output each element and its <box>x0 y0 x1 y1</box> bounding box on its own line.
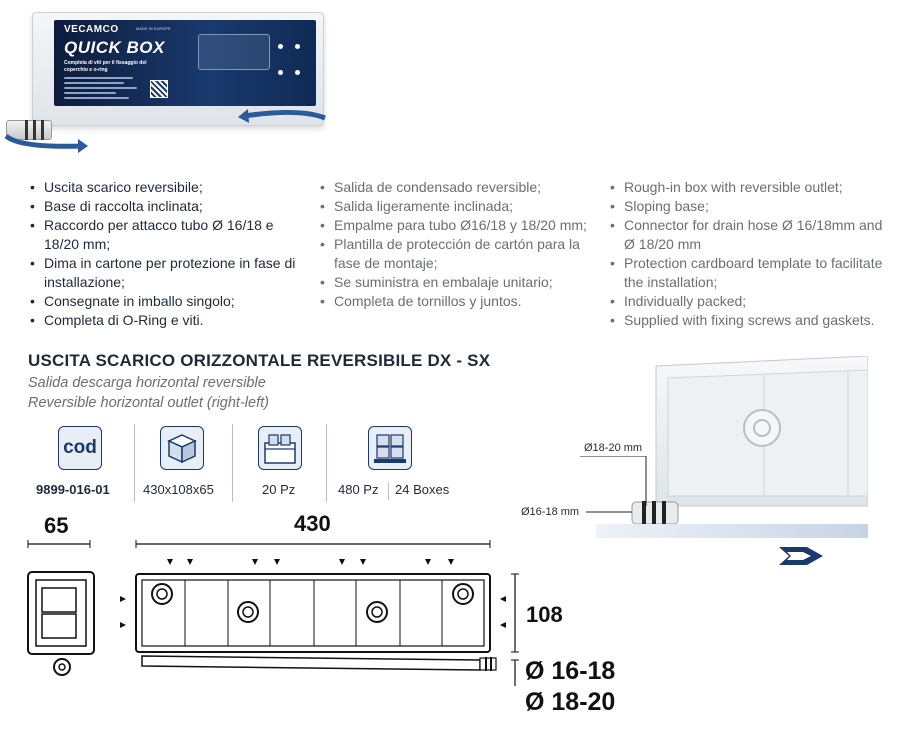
feature-item: Dima in cartone per protezione in fase d… <box>30 254 300 292</box>
feature-item: Plantilla de protección de cartón para l… <box>320 235 600 273</box>
feature-item: Salida de condensado reversible; <box>320 178 600 197</box>
vecamco-logo-icon <box>779 547 823 565</box>
pallet-icon <box>368 426 412 470</box>
divider <box>326 424 327 502</box>
label-feature-lines <box>64 77 150 102</box>
width-dimension: 430 <box>294 511 331 536</box>
photo-floor-shadow <box>596 524 868 538</box>
diameter-small: Ø 16-18 <box>525 657 616 685</box>
section-heading: USCITA SCARICO ORIZZONTALE REVERSIBILE D… <box>28 351 491 370</box>
cod-icon: cod <box>58 426 102 470</box>
features-spanish: Salida de condensado reversible; Salida … <box>320 178 600 311</box>
depth-dimension: 65 <box>44 513 69 538</box>
height-dimension: 108 <box>526 602 563 627</box>
reverse-arrows-icon <box>4 109 326 153</box>
feature-item: Individually packed; <box>610 292 890 311</box>
feature-item: Supplied with fixing screws and gaskets. <box>610 311 890 330</box>
callout-leader-lines <box>580 456 647 513</box>
label-brand: VECAMCO <box>64 24 119 35</box>
drain-outlet-pipe <box>6 120 52 140</box>
label-qr-icon <box>150 80 168 98</box>
diameter-large: Ø 18-20 <box>525 688 616 716</box>
section-subtitle-es: Salida descarga horizontal reversible <box>28 375 266 391</box>
box-dimensions-icon <box>160 426 204 470</box>
feature-item: Consegnate in imballo singolo; <box>30 292 300 311</box>
feature-item: Raccordo per attacco tubo Ø 16/18 e 18/2… <box>30 216 300 254</box>
feature-item: Completa de tornillos y juntos. <box>320 292 600 311</box>
carton-pieces-icon <box>258 426 302 470</box>
side-product-photo <box>631 356 868 525</box>
feature-item: Uscita scarico reversibile; <box>30 178 300 197</box>
label-brand-tag: MADE IN EUROPE <box>136 26 171 31</box>
label-title: QUICK BOX <box>64 38 165 57</box>
label-subtitle-1: Completa di viti per il fissaggio del <box>64 60 147 66</box>
pieces-per-pallet: 480 Pz <box>338 482 379 497</box>
feature-item: Rough-in box with reversible outlet; <box>610 178 890 197</box>
pieces-per-box: 20 Pz <box>262 482 296 497</box>
feature-item: Sloping base; <box>610 197 890 216</box>
product-dimensions: 430x108x65 <box>143 482 214 497</box>
label-ac-unit-illustration <box>198 34 270 70</box>
feature-item: Se suministra en embalaje unitario; <box>320 273 600 292</box>
product-code: 9899-016-01 <box>36 482 110 497</box>
label-subtitle-2: coperchio e o-ring <box>64 67 108 73</box>
feature-item: Salida ligeramente inclinada; <box>320 197 600 216</box>
divider <box>388 482 389 500</box>
features-italian: Uscita scarico reversibile; Base di racc… <box>30 178 300 330</box>
feature-item: Protection cardboard template to facilit… <box>610 254 890 292</box>
boxes-per-pallet: 24 Boxes <box>395 482 450 497</box>
divider <box>232 424 233 502</box>
technical-drawing <box>27 540 519 686</box>
section-subtitle-en: Reversible horizontal outlet (right-left… <box>28 395 269 411</box>
product-label: VECAMCO MADE IN EUROPE QUICK BOX Complet… <box>54 20 316 106</box>
feature-item: Empalme para tubo Ø16/18 y 18/20 mm; <box>320 216 600 235</box>
features-english: Rough-in box with reversible outlet; Slo… <box>610 178 890 330</box>
feature-item: Base di raccolta inclinata; <box>30 197 300 216</box>
feature-item: Completa di O-Ring e viti. <box>30 311 300 330</box>
divider <box>134 424 135 502</box>
label-feature-icons <box>272 36 312 88</box>
callout-lower-diameter: Ø16-18 mm <box>521 506 580 518</box>
callout-upper-diameter: Ø18-20 mm <box>584 442 643 454</box>
feature-item: Connector for drain hose Ø 16/18mm and Ø… <box>610 216 890 254</box>
